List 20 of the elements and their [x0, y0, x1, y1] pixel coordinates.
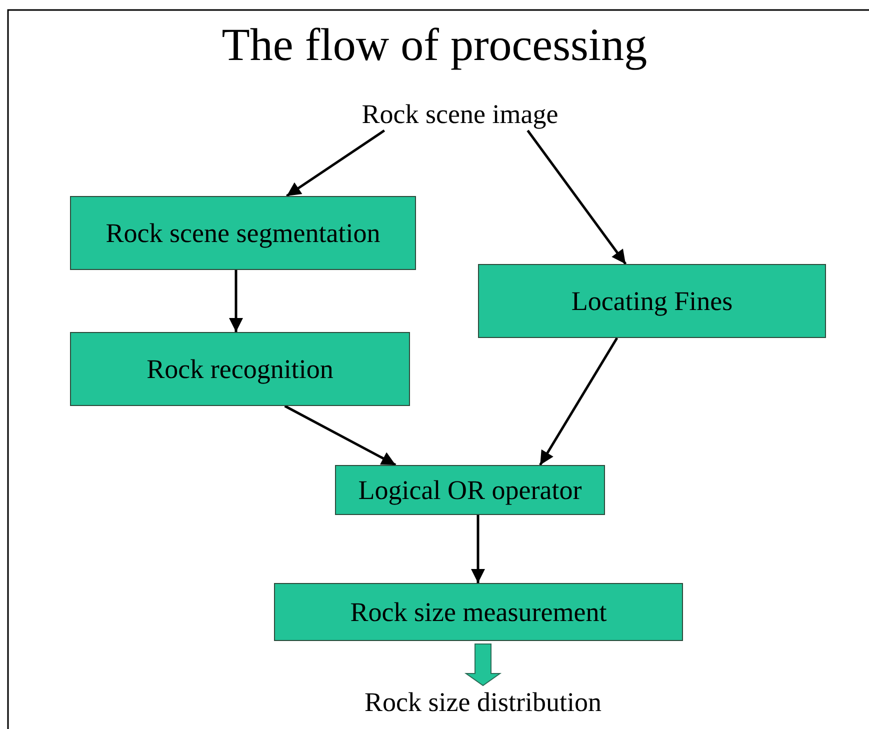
box-label: Rock size measurement [350, 596, 607, 628]
arrow [526, 130, 627, 265]
block-arrow [464, 644, 502, 686]
process-box [478, 264, 826, 338]
arrow [284, 404, 396, 466]
arrow [286, 129, 386, 198]
arrow [471, 515, 485, 583]
process-box [335, 465, 605, 515]
title: The flow of processing [220, 18, 648, 71]
process-box [70, 332, 410, 406]
box-label: Rock recognition [146, 354, 334, 384]
process-box [274, 583, 683, 641]
arrow [229, 270, 243, 332]
process-box [70, 196, 416, 270]
box-label: Rock scene segmentation [106, 218, 380, 248]
box-label: Logical OR operator [358, 474, 582, 506]
flow-text: Rock size distribution [350, 682, 616, 722]
arrow [539, 337, 618, 466]
box-label: Locating Fines [571, 286, 733, 316]
flow-text: Rock scene image [335, 94, 585, 134]
